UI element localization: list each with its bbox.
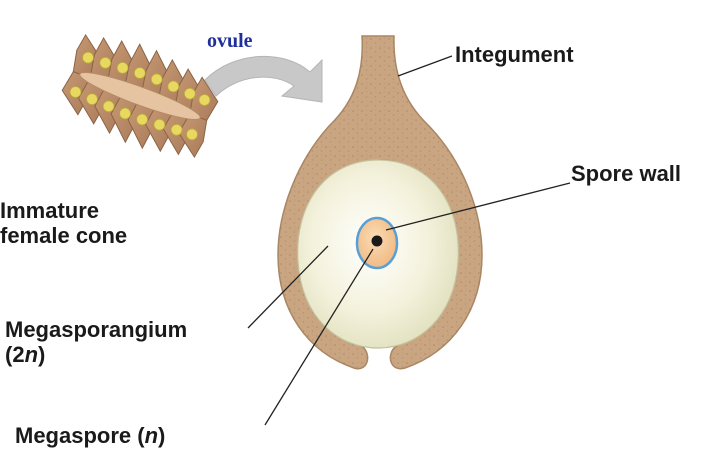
cone-ovule-seed [102,100,115,113]
cone-ovule-seed [186,128,198,141]
megasporangium-label-line2: (2n) [5,342,46,367]
megasporangium-leader-line [247,245,329,329]
cone-ovule-seed [69,86,82,98]
megasporangium-label-line1: Megasporangium [5,317,188,342]
megaspore-nucleus [371,235,383,247]
cone-ovule-seed [136,113,149,126]
spore-wall [355,216,399,270]
cone-label-line1: Immature [0,198,100,223]
cone-ovule-seed [99,56,112,69]
cone-ovule-seed [133,67,146,79]
megaspore-label: Megaspore (n) [15,423,166,448]
megaspore-leader-line [264,248,374,426]
cone-label-line2: female cone [0,223,128,248]
cone-axis [79,72,201,120]
cone-ovule-seed [86,93,98,105]
cone-ovule-seed [150,73,163,86]
immature-female-cone [61,33,219,159]
cone-ovule-seed [116,62,129,74]
cone-ovule-seed [153,118,166,131]
megasporangium-label: Megasporangium (2n) [5,317,187,367]
ovule-label: ovule [207,30,253,52]
immature-female-cone-label: Immature female cone [0,198,127,248]
spore-wall-label: Spore wall [571,161,682,186]
curved-arrow-icon [204,56,323,103]
cone-ovule-seed [167,80,180,93]
cone-ovule-seed [170,123,183,136]
integument-label: Integument [455,42,574,67]
cone-ovule-seed [82,51,94,64]
spore-wall-leader-line [385,182,571,231]
integument-leader-line [397,55,453,77]
cone-ovule-seed [198,94,211,106]
cone-ovule-seed [119,107,131,120]
cone-ovule-seed [183,87,196,100]
